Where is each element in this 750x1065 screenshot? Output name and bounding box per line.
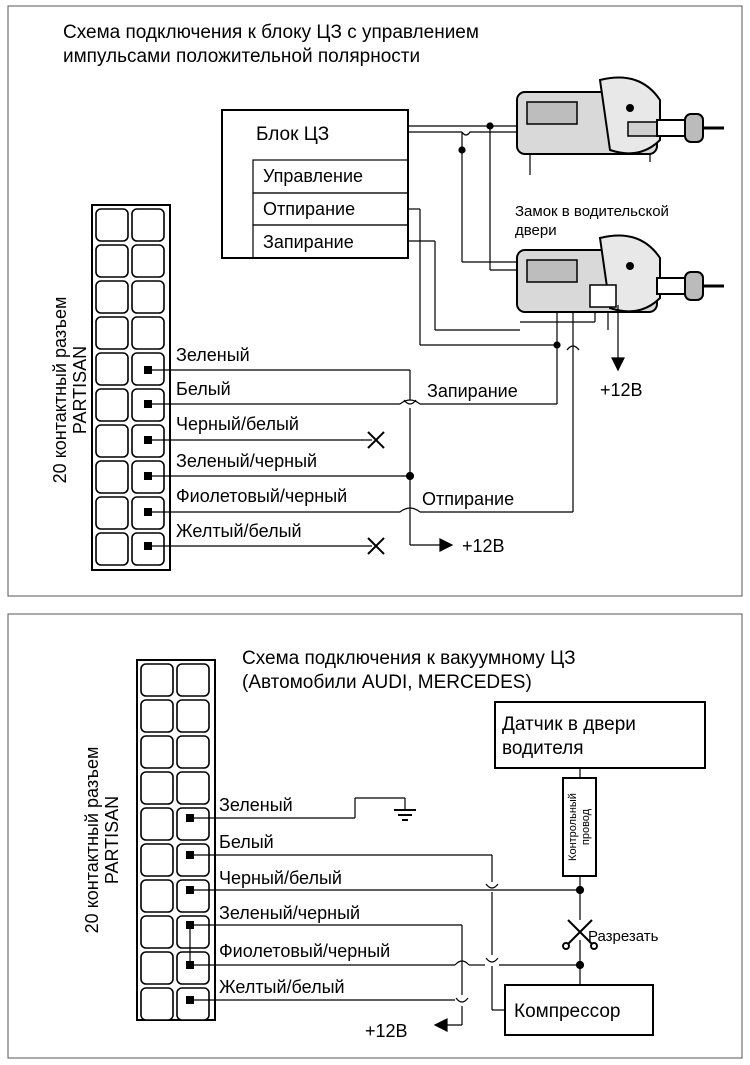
panel1-pin-cell [131,244,165,278]
panel1-wire-label: Фиолетовый/черный [176,486,347,506]
panel2-pin-cell [176,735,210,769]
panel2-wire-label: Фиолетовый/черный [219,941,390,961]
lock-wire-label: Запирание [427,381,518,401]
panel1-cut-marks [367,431,385,555]
sensor-label-line2: водителя [502,738,584,759]
panel2-pin-cell [140,771,174,805]
panel1-wire-label: Зеленый/черный [176,451,317,471]
panel1-title-line1: Схема подключения к блоку ЦЗ с управлени… [63,22,479,43]
panel1-pin-cell [95,208,129,242]
panel2-pin-cell [140,951,174,985]
panel1-pin-cell [95,352,129,386]
panel2-pin-cell [176,915,210,949]
panel2-pin-cell [140,915,174,949]
panel1-pin-cell [95,280,129,314]
panel1-connector-wiring [148,369,573,552]
panel1-pin-cell [131,316,165,350]
compressor-box: Компрессор [504,984,654,1036]
panel1-pin-cell [95,244,129,278]
panel2-wire-label: Черный/белый [219,868,342,888]
panel1-wire-label: Зеленый [176,345,250,365]
panel2-pin-cell [140,699,174,733]
panel2-wire-label: Зеленый/черный [219,903,360,923]
panel1-wire-label: Желтый/белый [176,521,302,541]
compressor-label: Компрессор [514,1001,620,1022]
panel2-title-line2: (Автомобили AUDI, MERCEDES) [242,672,532,693]
door-lock-actuator-top [516,76,724,162]
panel1-actuator-wiring [408,122,625,512]
block-cz: Блок ЦЗ Управление Отпирание Запирание [221,109,409,259]
panel2-pin-cell [140,807,174,841]
panel1-pin-cell [95,316,129,350]
panel1-pin-cell [131,280,165,314]
block-cz-title: Блок ЦЗ [256,124,329,145]
panel2-pin-cell [176,699,210,733]
block-row-lock: Запирание [263,232,354,252]
panel1-connector-label-line2: PARTISAN [70,346,90,434]
ground-icon [190,797,416,821]
panel2-wire-label: Белый [219,832,274,852]
panel1-connector [91,204,171,571]
panel1-title-line2: импульсами положительной полярности [63,46,420,67]
panel2-pin-cell [176,879,210,913]
scissors-icon [562,919,598,950]
plus12-connector: +12В [462,536,505,556]
panel2-frame [7,613,743,1059]
panel1-pin-cell [95,496,129,530]
panel1-wire-labels: ЗеленыйБелыйЧерный/белыйЗеленый/черныйФи… [176,345,347,541]
panel1-frame [7,5,743,597]
panel1-pin-cell [95,388,129,422]
panel2-pin-cell [176,843,210,877]
panel2-pin-cell [140,879,174,913]
control-wire-label-line2: провод [580,808,592,845]
control-wire-label-line1: Контрольный [567,793,579,861]
panel1-wire-label: Белый [176,379,231,399]
block-row-unlock: Отпирание [263,199,355,219]
panel2-connector-wiring [189,854,585,1032]
panel2-connector-label-line1: 20 контактный разъем [82,747,102,934]
door-sensor-box: Датчик в двери водителя [494,701,706,769]
driver-lock-label-line2: двери [515,222,557,239]
panel2-connector [136,659,216,1021]
panel2-title-line1: Схема подключения к вакуумному ЦЗ [242,648,576,669]
cut-label: Разрезать [588,928,659,945]
panel1-wire-label: Черный/белый [176,414,299,434]
unlock-wire-label: Отпирание [422,489,514,509]
panel2-wire-labels: ЗеленыйБелыйЧерный/белыйЗеленый/черныйФи… [219,795,390,997]
panel1-connector-label: 20 контактный разъем PARTISAN [50,297,90,484]
panel2-pin-cell [176,771,210,805]
plus12-panel2: +12В [365,1021,408,1041]
panel2-pin-cell [140,735,174,769]
panel2-wire-label: Зеленый [219,795,293,815]
panel2-wire-label: Желтый/белый [219,977,345,997]
control-wire: Контрольный провод [562,768,597,985]
panel1-pin-cell [95,424,129,458]
panel1-connector-label-line1: 20 контактный разъем [50,297,70,484]
panel2-pin-cell [140,663,174,697]
panel2-pin-cell [140,843,174,877]
door-lock-actuator-driver [516,234,724,313]
driver-lock-label-line1: Замок в водительской [515,203,669,220]
panel2-pin-cell [176,807,210,841]
plus12-actuator: +12В [600,380,643,400]
panel1-pin-cell [95,532,129,566]
panel1-pin-cell [131,208,165,242]
panel1-pin-cell [95,460,129,494]
sensor-label-line1: Датчик в двери [502,714,636,735]
panel2-pin-cell [140,987,174,1021]
panel2-connector-label: 20 контактный разъем PARTISAN [82,747,122,934]
panel2-pin-cell [176,663,210,697]
panel2-connector-label-line2: PARTISAN [102,796,122,884]
block-row-control: Управление [263,166,363,186]
